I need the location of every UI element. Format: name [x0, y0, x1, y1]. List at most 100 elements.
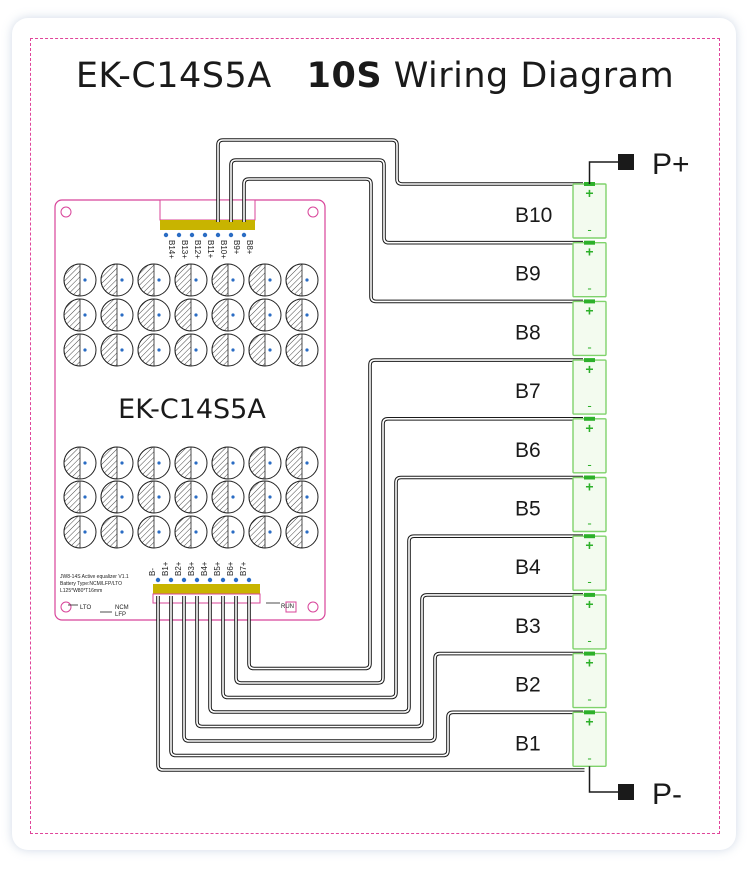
- top-pin-header: [160, 220, 255, 230]
- cell-minus-sign: -: [587, 750, 591, 765]
- top-pin-dot: [202, 232, 208, 238]
- bottom-connector-housing: [152, 593, 261, 604]
- cell-label: B5: [515, 498, 541, 521]
- bottom-pin-label: B7+: [239, 561, 248, 576]
- capacitor: [63, 333, 97, 367]
- top-pin-dot: [163, 232, 169, 238]
- ncm-label: NCM: [115, 605, 129, 611]
- capacitor: [63, 298, 97, 332]
- battery-cell-b8: +-B8: [515, 299, 607, 357]
- capacitor: [285, 263, 319, 297]
- wire-top-1: [229, 158, 583, 245]
- bottom-pin-dot: [220, 577, 226, 583]
- bottom-pin-label: B-: [148, 568, 157, 576]
- cell-minus-sign: -: [587, 516, 591, 531]
- mount-hole: [307, 601, 319, 613]
- top-pins: B14+B13+B12+B11+B10+B9+B8+: [163, 232, 254, 259]
- page-title: EK-C14S5A 10S Wiring Diagram: [0, 56, 750, 96]
- mount-hole: [307, 206, 319, 218]
- capacitor: [285, 333, 319, 367]
- cell-minus-sign: -: [587, 692, 591, 707]
- p-plus-lead: [588, 161, 618, 184]
- cell-label: B1: [515, 732, 541, 755]
- bottom-pin-dot: [233, 577, 239, 583]
- cell-minus-sign: -: [587, 222, 591, 237]
- battery-cell-b7: +-B7: [515, 358, 607, 415]
- wire-top-0: [216, 138, 583, 222]
- capacitor: [137, 515, 171, 549]
- bottom-pin-label: B2+: [174, 561, 183, 576]
- capacitor: [174, 333, 208, 367]
- p-plus-label: P+: [652, 148, 690, 181]
- equalizer-board: EK-C14S5A JW8-14S Active equalizer V1.1 …: [54, 199, 326, 621]
- wire-bottom-5: [221, 475, 583, 700]
- battery-cell-b3: +-B3: [515, 592, 607, 650]
- capacitor: [248, 480, 282, 514]
- capacitor: [100, 515, 134, 549]
- capacitor: [63, 515, 97, 549]
- cell-label: B6: [515, 439, 541, 462]
- battery-cell-b1: + - B1: [515, 710, 607, 767]
- bottom-pin-label: B5+: [213, 561, 222, 576]
- top-connector-housing: [159, 199, 256, 221]
- cell-plus-sign: +: [585, 244, 593, 260]
- capacitor: [137, 446, 171, 480]
- capacitor: [211, 298, 245, 332]
- top-pin-dot: [228, 232, 234, 238]
- bottom-pin-dot: [155, 577, 161, 583]
- capacitor: [174, 515, 208, 549]
- capacitor: [174, 263, 208, 297]
- mount-hole: [60, 206, 72, 218]
- capacitor: [63, 480, 97, 514]
- wire-bottom-7: [247, 358, 583, 671]
- wire-top-2: [242, 177, 583, 304]
- top-pin-label: B14+: [167, 240, 176, 259]
- bottom-pin-dot: [194, 577, 200, 583]
- title-model: EK-C14S5A: [75, 56, 272, 96]
- cell-plus-sign: +: [585, 713, 593, 729]
- board-info-1: JW8-14S Active equalizer V1.1: [60, 574, 129, 580]
- mount-hole: [60, 601, 72, 613]
- capacitor: [100, 333, 134, 367]
- capacitor: [248, 333, 282, 367]
- top-pin-label: B9+: [232, 240, 241, 255]
- top-pin-dot: [176, 232, 182, 238]
- cell-plus-sign: +: [585, 537, 593, 553]
- wire-bottom-1: [169, 596, 583, 758]
- battery-cells: +-B10+-B9+-B8+-B7+-B6+-B5+-B4+-B3+-B2+-B…: [515, 182, 607, 767]
- capacitor: [211, 446, 245, 480]
- cell-minus-sign: -: [587, 281, 591, 296]
- top-pin-label: B10+: [219, 240, 228, 259]
- battery-cell-b5: + - B5: [515, 475, 607, 533]
- cell-plus-sign: +: [585, 185, 593, 201]
- capacitor: [248, 515, 282, 549]
- wire-bottom-3: [195, 593, 583, 729]
- cell-minus-sign: -: [587, 398, 591, 413]
- battery-cell-b2: +-B2: [515, 651, 607, 709]
- cell-plus-sign: +: [585, 479, 593, 495]
- wire-bottom-0: [156, 596, 585, 772]
- p-minus-label: P-: [652, 778, 682, 811]
- top-pin-dot: [215, 232, 221, 238]
- bottom-pin-label: B6+: [226, 561, 235, 576]
- capacitor: [100, 263, 134, 297]
- cell-plus-sign: +: [585, 302, 593, 318]
- capacitor: [174, 298, 208, 332]
- cell-label: B2: [515, 674, 541, 697]
- capacitor: [137, 298, 171, 332]
- capacitor: [100, 480, 134, 514]
- capacitor: [211, 480, 245, 514]
- capacitor: [248, 263, 282, 297]
- cell-minus-sign: -: [587, 633, 591, 648]
- board-name: EK-C14S5A: [118, 394, 266, 425]
- bottom-pin-label: B3+: [187, 561, 196, 576]
- capacitor: [63, 263, 97, 297]
- capacitor: [285, 480, 319, 514]
- capacitor-array: [63, 263, 319, 549]
- bottom-pin-header: [153, 584, 260, 594]
- cell-label: B8: [515, 321, 541, 344]
- cell-plus-sign: +: [585, 596, 593, 612]
- capacitor: [137, 480, 171, 514]
- capacitor: [248, 298, 282, 332]
